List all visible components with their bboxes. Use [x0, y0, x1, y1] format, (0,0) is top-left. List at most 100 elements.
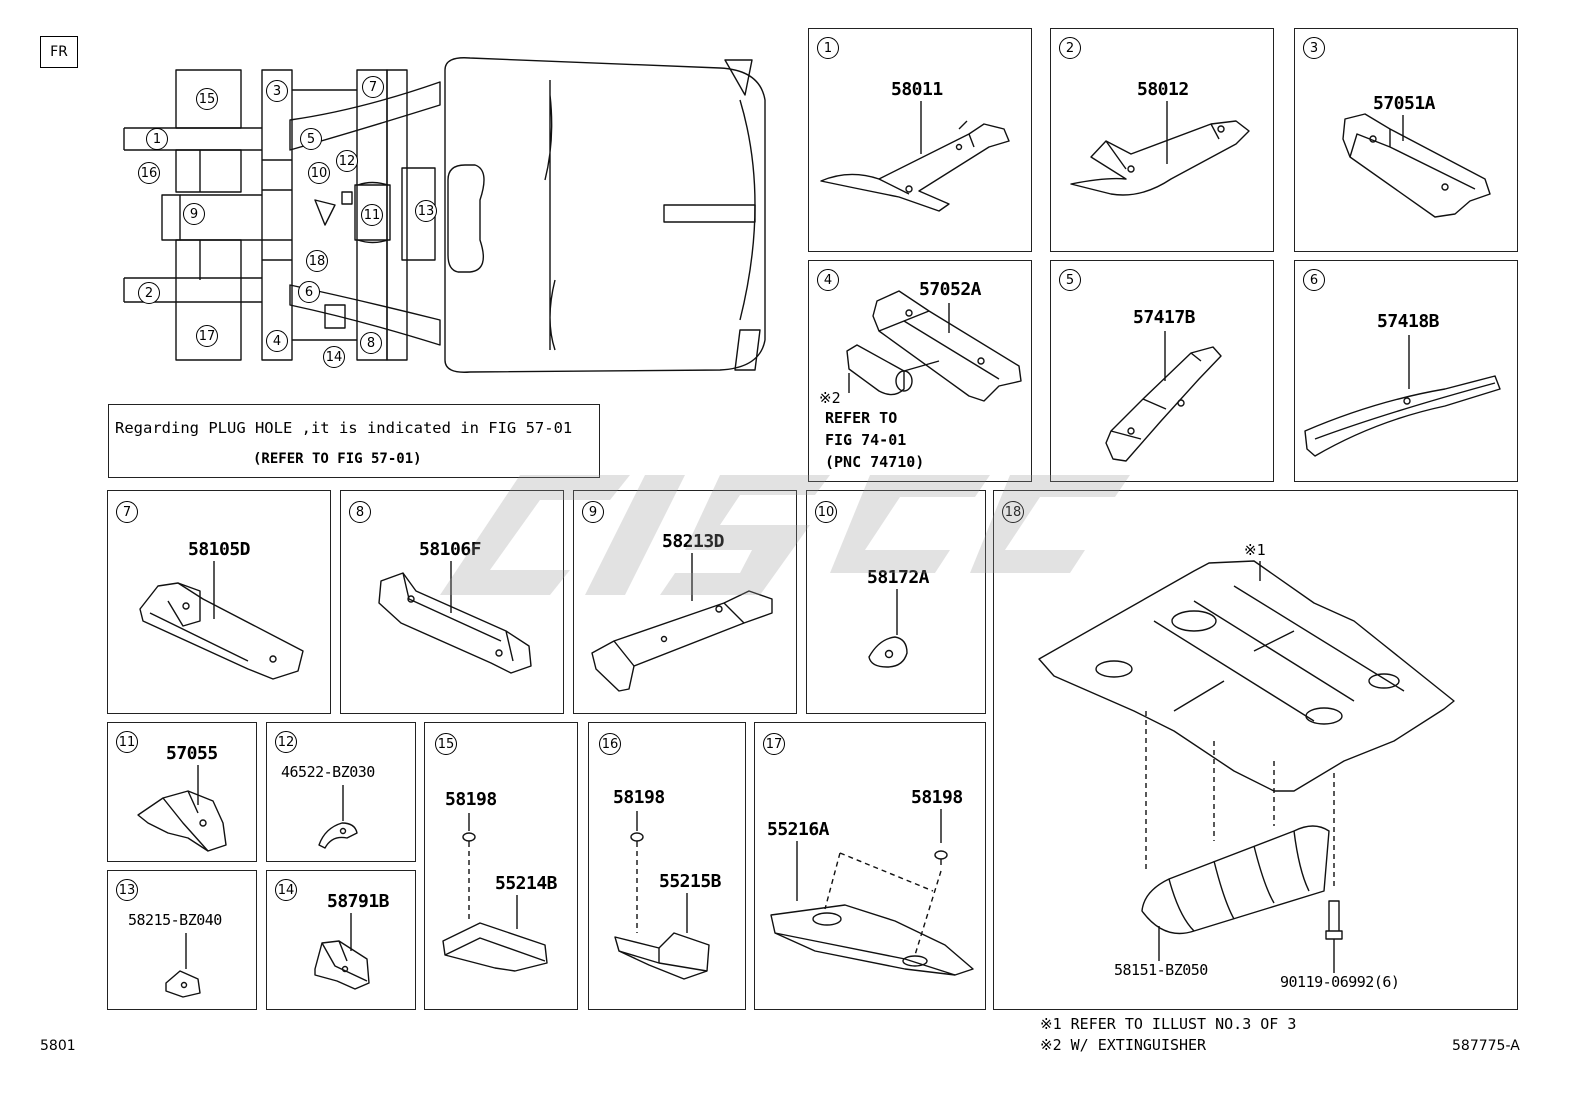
panel-2: 2 58012	[1050, 28, 1274, 252]
part-illustration	[1304, 335, 1501, 457]
part-illustration	[318, 785, 358, 849]
overview-callout-12: 12	[336, 150, 358, 172]
overview-callout-7: 7	[362, 76, 384, 98]
overview-callout-10: 10	[308, 162, 330, 184]
footnote-1: ※1 REFER TO ILLUST NO.3 OF 3	[1040, 1015, 1297, 1033]
panel-8: 8 58106F	[340, 490, 564, 714]
refer-line-1: REFER TO	[825, 409, 898, 427]
overview-callout-14: 14	[323, 346, 345, 368]
overview-callout-13: 13	[415, 200, 437, 222]
page-code: 5801	[40, 1038, 76, 1054]
overview-callout-15: 15	[196, 88, 218, 110]
overview-callout-5: 5	[300, 128, 322, 150]
panel-number: 17	[763, 733, 785, 755]
panel-6: 6 57418B	[1294, 260, 1518, 482]
part-number-mat: 55216A	[767, 819, 830, 840]
note-marker: ※1	[1244, 541, 1266, 559]
part-illustration	[139, 561, 304, 680]
part-number-clip: 58198	[613, 787, 665, 808]
panel-16: 16 58198 55215B	[588, 722, 746, 1010]
panel-number: 14	[275, 879, 297, 901]
overview-callout-18: 18	[306, 250, 328, 272]
part-number-clip: 58198	[911, 787, 963, 808]
refer-line-3: (PNC 74710)	[825, 453, 925, 471]
panel-1: 1 58011	[808, 28, 1032, 252]
part-illustration	[591, 553, 773, 692]
panel-9: 9 58213D	[573, 490, 797, 714]
panel-11: 11 57055	[107, 722, 257, 862]
part-illustration	[165, 933, 201, 998]
overview-callout-3: 3	[266, 80, 288, 102]
part-illustration	[614, 811, 710, 980]
note-marker: ※2	[819, 389, 841, 407]
panel-number: 12	[275, 731, 297, 753]
panel-3: 3 57051A	[1294, 28, 1518, 252]
figure-code: 587775-A	[1452, 1038, 1520, 1054]
part-illustration	[1342, 113, 1491, 218]
part-number: 58213D	[662, 531, 725, 552]
part-number: 58105D	[188, 539, 251, 560]
panel-number: 2	[1059, 37, 1081, 59]
part-illustration	[1038, 560, 1455, 973]
part-number: 58172A	[867, 567, 930, 588]
panel-number: 18	[1002, 501, 1024, 523]
part-illustration	[378, 561, 532, 674]
panel-10: 10 58172A	[806, 490, 986, 714]
panel-15: 15 58198 55214B	[424, 722, 578, 1010]
panel-14: 14 58791B	[266, 870, 416, 1010]
panel-number: 7	[116, 501, 138, 523]
part-illustration	[1105, 331, 1222, 462]
panel-number: 10	[815, 501, 837, 523]
overview-callout-2: 2	[138, 282, 160, 304]
part-number-cover: 55214B	[495, 873, 558, 894]
refer-line-2: FIG 74-01	[825, 431, 907, 449]
overview-callout-17: 17	[196, 325, 218, 347]
note-line-2: (REFER TO FIG 57-01)	[253, 451, 422, 467]
panel-number: 13	[116, 879, 138, 901]
overview-callout-16: 16	[138, 162, 160, 184]
part-number: 57051A	[1373, 93, 1436, 114]
part-illustration	[770, 809, 974, 976]
panel-number: 5	[1059, 269, 1081, 291]
overview-callout-1: 1	[146, 128, 168, 150]
panel-7: 7 58105D	[107, 490, 331, 714]
panel-number: 4	[817, 269, 839, 291]
part-illustration	[314, 913, 370, 990]
part-number: 58106F	[419, 539, 482, 560]
part-number: 58011	[891, 79, 943, 100]
part-number: 58012	[1137, 79, 1189, 100]
panel-number: 11	[116, 731, 138, 753]
part-number-heat-insulator: 58151-BZ050	[1114, 961, 1208, 979]
part-number: 57417B	[1133, 307, 1196, 328]
overview-callout-9: 9	[183, 203, 205, 225]
panel-number: 1	[817, 37, 839, 59]
panel-number: 3	[1303, 37, 1325, 59]
footnote-2: ※2 W/ EXTINGUISHER	[1040, 1036, 1207, 1054]
part-number: 57418B	[1377, 311, 1440, 332]
part-illustration	[846, 290, 1022, 402]
floor-overview-diagram	[123, 57, 766, 373]
overview-callout-4: 4	[266, 330, 288, 352]
panel-number: 9	[582, 501, 604, 523]
part-illustration	[1070, 101, 1250, 196]
overview-callout-11: 11	[361, 204, 383, 226]
panel-17: 17 55216A 58198	[754, 722, 986, 1010]
part-number-clip: 58198	[445, 789, 497, 810]
part-illustration	[868, 589, 908, 668]
front-direction-label: FR	[40, 36, 78, 68]
panel-number: 15	[435, 733, 457, 755]
panel-13: 13 58215-BZ040	[107, 870, 257, 1010]
note-line-1: Regarding PLUG HOLE ,it is indicated in …	[115, 419, 573, 437]
panel-number: 6	[1303, 269, 1325, 291]
part-number: 46522-BZ030	[281, 763, 375, 781]
part-number: 58215-BZ040	[128, 911, 222, 929]
part-illustration	[820, 101, 1010, 212]
panel-18: 18 ※1 58151-BZ050 90119-06992(6)	[993, 490, 1518, 1010]
panel-5: 5 57417B	[1050, 260, 1274, 482]
panel-number: 16	[599, 733, 621, 755]
part-illustration	[137, 765, 227, 852]
panel-12: 12 46522-BZ030	[266, 722, 416, 862]
plug-hole-note: Regarding PLUG HOLE ,it is indicated in …	[108, 404, 600, 478]
part-number: 57055	[166, 743, 218, 764]
overview-callout-6: 6	[298, 281, 320, 303]
